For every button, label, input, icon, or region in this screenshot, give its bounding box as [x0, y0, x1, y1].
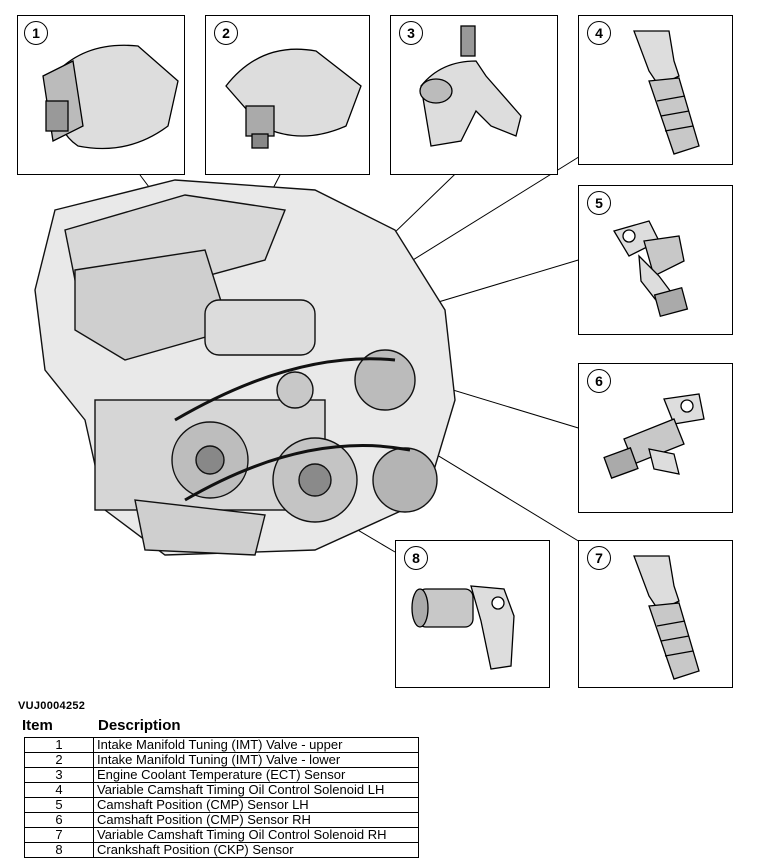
item-number: 5 — [24, 797, 94, 813]
callout-3: 3 — [399, 21, 423, 45]
figure-id: VUJ0004252 — [18, 700, 86, 712]
item-description-table: 1 Intake Manifold Tuning (IMT) Valve - u… — [24, 737, 419, 858]
callout-6: 6 — [587, 369, 611, 393]
callout-7: 7 — [587, 546, 611, 570]
ckp-sensor-image — [411, 585, 515, 670]
item-description: Intake Manifold Tuning (IMT) Valve - upp… — [93, 737, 419, 753]
item-number: 4 — [24, 782, 94, 798]
callout-4: 4 — [587, 21, 611, 45]
vct-solenoid-lh-image — [633, 30, 700, 155]
table-row: 1 Intake Manifold Tuning (IMT) Valve - u… — [24, 737, 419, 753]
table-row: 6 Camshaft Position (CMP) Sensor RH — [24, 812, 419, 828]
imt-valve-lower-image — [225, 48, 362, 149]
column-header-description: Description — [98, 717, 181, 734]
item-number: 1 — [24, 737, 94, 753]
table-row: 5 Camshaft Position (CMP) Sensor LH — [24, 797, 419, 813]
ect-sensor-image — [419, 25, 522, 147]
table-row: 3 Engine Coolant Temperature (ECT) Senso… — [24, 767, 419, 783]
detail-panel-2: 2 — [205, 15, 370, 175]
detail-panel-8: 8 — [395, 540, 550, 688]
detail-panel-4: 4 — [578, 15, 733, 165]
callout-2: 2 — [214, 21, 238, 45]
item-number: 7 — [24, 827, 94, 843]
item-description: Variable Camshaft Timing Oil Control Sol… — [93, 827, 419, 843]
table-row: 4 Variable Camshaft Timing Oil Control S… — [24, 782, 419, 798]
table-row: 8 Crankshaft Position (CKP) Sensor — [24, 842, 419, 858]
item-description: Crankshaft Position (CKP) Sensor — [93, 842, 419, 858]
item-description: Camshaft Position (CMP) Sensor LH — [93, 797, 419, 813]
item-number: 6 — [24, 812, 94, 828]
imt-valve-upper-image — [42, 44, 179, 150]
detail-panel-3: 3 — [390, 15, 558, 175]
engine-illustration — [34, 179, 456, 556]
table-row: 7 Variable Camshaft Timing Oil Control S… — [24, 827, 419, 843]
callout-1: 1 — [24, 21, 48, 45]
detail-panel-1: 1 — [17, 15, 185, 175]
detail-panel-6: 6 — [578, 363, 733, 513]
detail-panel-7: 7 — [578, 540, 733, 688]
cmp-sensor-lh-image — [613, 220, 689, 318]
item-description: Camshaft Position (CMP) Sensor RH — [93, 812, 419, 828]
item-number: 8 — [24, 842, 94, 858]
column-header-item: Item — [22, 717, 53, 734]
table-row: 2 Intake Manifold Tuning (IMT) Valve - l… — [24, 752, 419, 768]
callout-8: 8 — [404, 546, 428, 570]
vct-solenoid-rh-image — [633, 555, 700, 680]
item-number: 2 — [24, 752, 94, 768]
item-description: Engine Coolant Temperature (ECT) Sensor — [93, 767, 419, 783]
callout-5: 5 — [587, 191, 611, 215]
cmp-sensor-rh-image — [603, 393, 705, 479]
item-description: Intake Manifold Tuning (IMT) Valve - low… — [93, 752, 419, 768]
item-number: 3 — [24, 767, 94, 783]
detail-panel-5: 5 — [578, 185, 733, 335]
item-description: Variable Camshaft Timing Oil Control Sol… — [93, 782, 419, 798]
